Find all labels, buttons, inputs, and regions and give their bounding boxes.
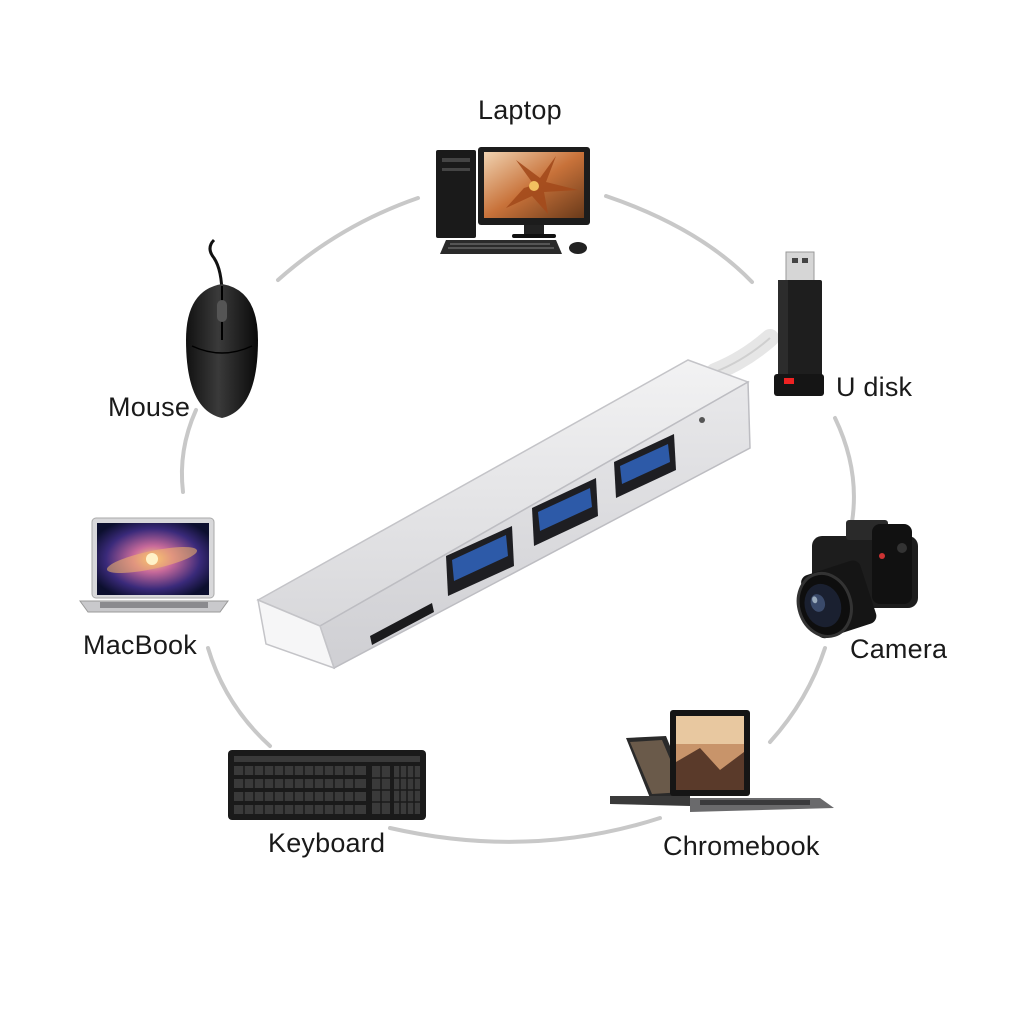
connection-ring [179, 194, 856, 844]
dslr-camera-icon [796, 520, 918, 639]
usb-port [532, 478, 598, 546]
device-label-keyboard: Keyboard [268, 828, 386, 858]
device-label-macbook: MacBook [83, 630, 197, 660]
card-slot [370, 603, 434, 645]
ring-segment [276, 196, 420, 282]
desktop-computer-icon [436, 147, 590, 254]
ring-segment [833, 416, 856, 524]
status-led [699, 417, 705, 423]
ring-segment [604, 194, 754, 284]
device-label-camera: Camera [850, 634, 948, 664]
laptop-icon [79, 517, 229, 613]
device-label-mouse: Mouse [108, 392, 191, 422]
ring-segment [768, 646, 827, 744]
device-label-udisk: U disk [836, 372, 913, 402]
ring-segment [388, 816, 662, 844]
ring-segment [179, 408, 198, 494]
usb-port [446, 526, 514, 596]
device-label-chromebook: Chromebook [663, 831, 820, 861]
hub-body [256, 359, 750, 627]
ring-segment [206, 646, 272, 748]
usb-port [614, 434, 676, 498]
usb-hub-icon [256, 329, 779, 670]
keyboard-icon [228, 750, 426, 820]
hub-cable [706, 329, 779, 381]
computer-mouse-icon [186, 238, 258, 418]
device-label-laptop: Laptop [478, 95, 562, 125]
convertible-laptop-icon [610, 710, 834, 812]
usb-flash-drive-icon [774, 251, 824, 396]
hub-end-cap [257, 598, 336, 670]
